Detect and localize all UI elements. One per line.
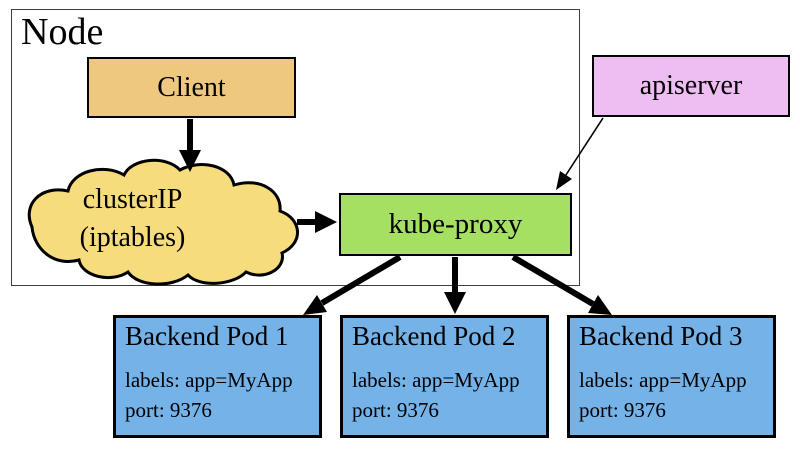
backend-pod-3-title: Backend Pod 3 <box>579 321 743 351</box>
backend-pod-2-title: Backend Pod 2 <box>352 321 516 351</box>
kube-proxy-label: kube-proxy <box>388 208 523 240</box>
backend-pod-3-labels: labels: app=MyApp <box>579 368 747 392</box>
apiserver-box: apiserver <box>592 55 790 117</box>
clusterip-label-line1: clusterIP <box>82 184 183 215</box>
clusterip-label: clusterIP (iptables) <box>40 181 225 257</box>
apiserver-label: apiserver <box>639 70 743 101</box>
clusterip-label-line2: (iptables) <box>79 222 186 253</box>
node-label: Node <box>21 11 104 53</box>
cloud-shape-icon <box>27 158 299 286</box>
backend-pod-2-port: port: 9376 <box>352 398 439 422</box>
backend-pod-3-box: Backend Pod 3 labels: app=MyApp port: 93… <box>567 315 776 438</box>
clusterip-cloud <box>27 158 299 286</box>
backend-pod-1-labels: labels: app=MyApp <box>125 368 293 392</box>
kube-proxy-box: kube-proxy <box>339 193 572 256</box>
backend-pod-1-title: Backend Pod 1 <box>125 321 289 351</box>
backend-pod-3-port: port: 9376 <box>579 398 666 422</box>
backend-pod-2-box: Backend Pod 2 labels: app=MyApp port: 93… <box>340 315 549 438</box>
client-label: Client <box>157 71 226 103</box>
backend-pod-2-labels: labels: app=MyApp <box>352 368 520 392</box>
client-box: Client <box>87 57 296 118</box>
backend-pod-1-port: port: 9376 <box>125 398 212 422</box>
backend-pod-1-box: Backend Pod 1 labels: app=MyApp port: 93… <box>113 315 322 438</box>
